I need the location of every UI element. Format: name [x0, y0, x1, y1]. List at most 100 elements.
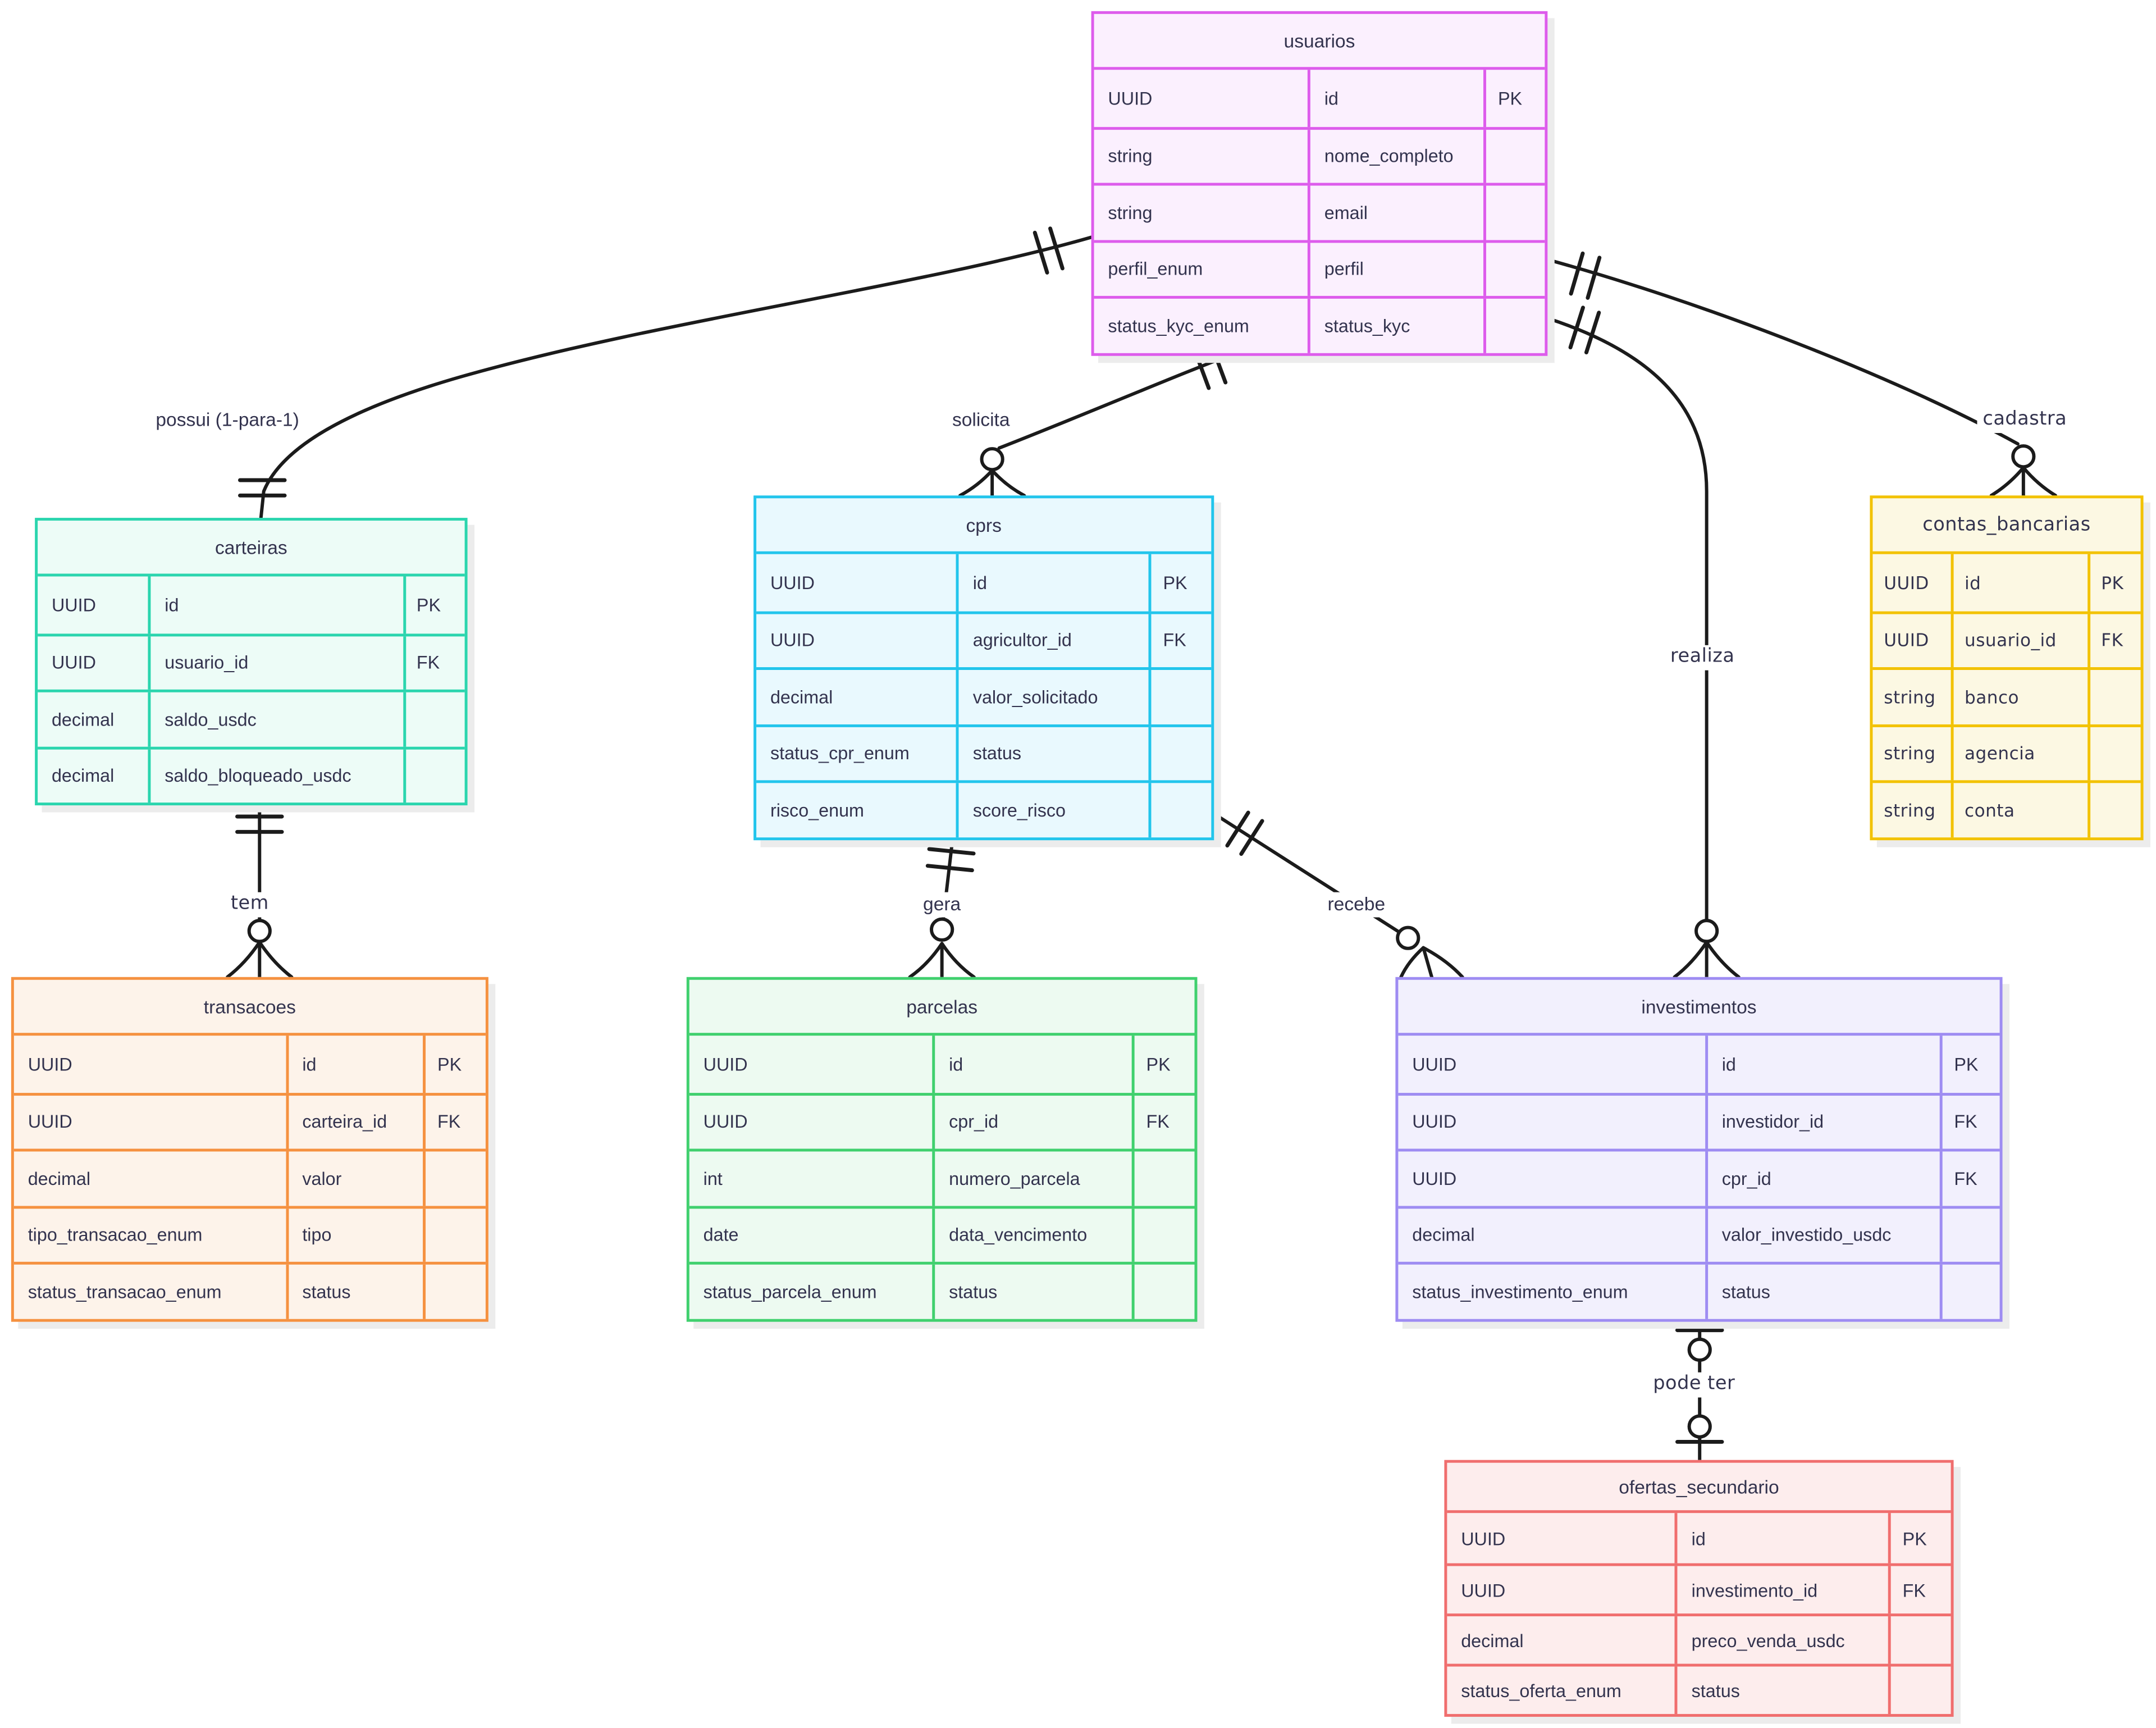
cell-name: status_kyc [1307, 298, 1484, 353]
cell-key [423, 1208, 486, 1262]
cell-name: nome_completo [1307, 129, 1484, 183]
cell-type: UUID [703, 1111, 748, 1133]
cell-type: UUID [1412, 1168, 1457, 1189]
table-row: tipo_transacao_enum tipo [13, 1205, 486, 1262]
cell-name: score_risco [956, 783, 1149, 837]
relationship-label-recebe: recebe [1322, 892, 1391, 917]
cell-key: PK [1888, 1513, 1951, 1563]
cell-type: UUID [770, 630, 815, 651]
relationship-cadastra [1547, 253, 2055, 495]
cell-type: string [1884, 799, 1936, 820]
table-row: decimal preco_venda_usdc [1447, 1613, 1951, 1664]
relationship-pode-ter [1677, 1315, 1722, 1460]
cell-type: string [1108, 145, 1153, 167]
cell-name: carteira_id [285, 1095, 423, 1149]
cell-name: status [1674, 1666, 1889, 1715]
cell-name: usuario_id [148, 636, 403, 690]
cell-key: FK [2087, 613, 2140, 668]
relationship-label-tem: tem [225, 892, 275, 917]
cell-type: decimal [770, 686, 833, 708]
cell-type: UUID [28, 1053, 72, 1075]
cell-name: conta [1951, 783, 2087, 837]
cell-name: id [1307, 70, 1484, 126]
cell-name: id [1951, 554, 2087, 611]
cell-name: agricultor_id [956, 613, 1149, 668]
cell-key [2087, 726, 2140, 781]
cell-key: PK [1940, 1036, 2000, 1092]
cell-type: status_oferta_enum [1461, 1680, 1621, 1701]
cell-name: cpr_id [932, 1095, 1132, 1149]
cell-key [1132, 1208, 1195, 1262]
cell-name: valor_solicitado [956, 669, 1149, 724]
cell-type: string [1884, 742, 1936, 764]
relationship-label-gera: gera [917, 892, 967, 917]
cell-type: UUID [1412, 1111, 1457, 1133]
cell-key: FK [1940, 1095, 2000, 1149]
cell-name: id [285, 1036, 423, 1092]
cell-type: decimal [51, 765, 115, 786]
cell-name: id [932, 1036, 1132, 1092]
cell-key: PK [423, 1036, 486, 1092]
cell-key [1484, 242, 1545, 296]
cell-name: tipo [285, 1208, 423, 1262]
cell-name: preco_venda_usdc [1674, 1616, 1889, 1664]
cell-key: FK [1940, 1151, 2000, 1206]
cell-name: email [1307, 185, 1484, 240]
cell-key [1888, 1666, 1951, 1715]
cell-type: UUID [1884, 572, 1929, 593]
relationship-label-possui: possui (1-para-1) [150, 408, 305, 432]
table-row: risco_enum score_risco [756, 780, 1212, 837]
table-row: status_oferta_enum status [1447, 1663, 1951, 1715]
cell-type: UUID [51, 594, 96, 615]
relationship-solicita [960, 343, 1246, 495]
cell-type: int [703, 1168, 723, 1189]
cell-type: status_parcela_enum [703, 1280, 877, 1302]
cell-type: risco_enum [770, 799, 864, 820]
cell-name: saldo_usdc [148, 692, 403, 746]
cell-type: string [1108, 202, 1153, 224]
table-row: string nome_completo [1094, 126, 1545, 183]
cell-name: investidor_id [1705, 1095, 1940, 1149]
cell-key: PK [2087, 554, 2140, 611]
cell-type: perfil_enum [1108, 258, 1203, 280]
cell-key: PK [1484, 70, 1545, 126]
relationship-label-realiza: realiza [1664, 645, 1741, 670]
relationship-gera [910, 835, 974, 977]
cell-type: UUID [703, 1053, 748, 1075]
cell-key [1888, 1616, 1951, 1664]
cell-type: string [1884, 686, 1936, 708]
cell-type: decimal [1461, 1629, 1524, 1651]
cell-name: banco [1951, 669, 2087, 724]
cell-key [1132, 1264, 1195, 1319]
relationship-tem [227, 800, 291, 977]
table-title: parcelas [689, 980, 1195, 1036]
cell-type: UUID [1108, 87, 1153, 109]
cell-key: FK [423, 1095, 486, 1149]
table-row: decimal valor_solicitado [756, 667, 1212, 724]
cell-name: status [956, 726, 1149, 781]
cell-name: investimento_id [1674, 1566, 1889, 1614]
cell-key [1149, 669, 1212, 724]
table-title: carteiras [38, 521, 465, 577]
cell-type: tipo_transacao_enum [28, 1224, 203, 1246]
